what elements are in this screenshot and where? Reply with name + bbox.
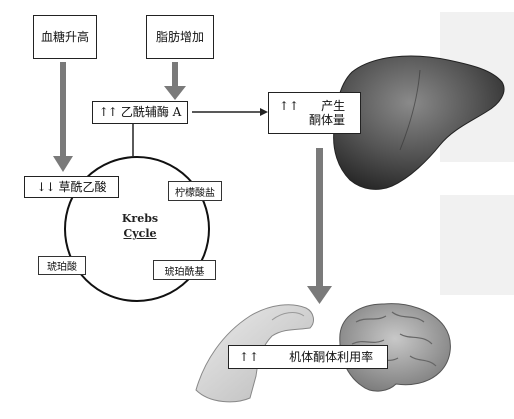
krebs-cycle-label: Krebs Cycle (100, 212, 180, 242)
krebs-line1: Krebs (121, 212, 159, 225)
decrease-arrows: ↓↓ (36, 179, 55, 194)
acetyl-coa-box: ↑↑ 乙酰辅酶 A (92, 101, 188, 124)
brain-image (339, 303, 451, 392)
increase-arrows: ↑↑ (239, 349, 260, 364)
krebs-cycle-circle (64, 156, 210, 302)
succinyl-box: 琥珀酰基 (153, 260, 216, 280)
krebs-line2: Cycle (123, 226, 157, 240)
flow-arrows (53, 62, 332, 304)
citrate-label: 柠檬酸盐 (175, 187, 215, 199)
ketone-production-line1: 产生 (321, 98, 346, 113)
liver-image (333, 55, 505, 190)
blood-sugar-box: 血糖升高 (33, 15, 97, 59)
citrate-box: 柠檬酸盐 (168, 181, 222, 201)
ketone-production-line2: 酮体量 (309, 113, 346, 127)
fat-increase-label: 脂肪增加 (155, 29, 204, 44)
increase-arrows: ↑↑ (279, 98, 300, 113)
connector-lines (132, 108, 268, 156)
oxaloacetate-box: ↓↓ 草酰乙酸 (24, 176, 119, 198)
increase-arrows: ↑↑ (98, 105, 118, 120)
blood-sugar-label: 血糖升高 (40, 29, 89, 44)
ketone-production-box: ↑↑ 产生 酮体量 (268, 92, 361, 134)
ketone-utilization-box: ↑↑ 机体酮体利用率 (228, 345, 388, 369)
ketone-utilization-label: 机体酮体利用率 (289, 349, 374, 364)
fat-increase-box: 脂肪增加 (146, 15, 214, 59)
acetyl-coa-label: 乙酰辅酶 A (120, 105, 182, 120)
background-panel (440, 195, 514, 295)
succinate-label: 琥珀酸 (47, 262, 77, 273)
succinate-box: 琥珀酸 (38, 256, 86, 275)
succinyl-label: 琥珀酰基 (164, 266, 205, 278)
oxaloacetate-label: 草酰乙酸 (58, 179, 107, 194)
